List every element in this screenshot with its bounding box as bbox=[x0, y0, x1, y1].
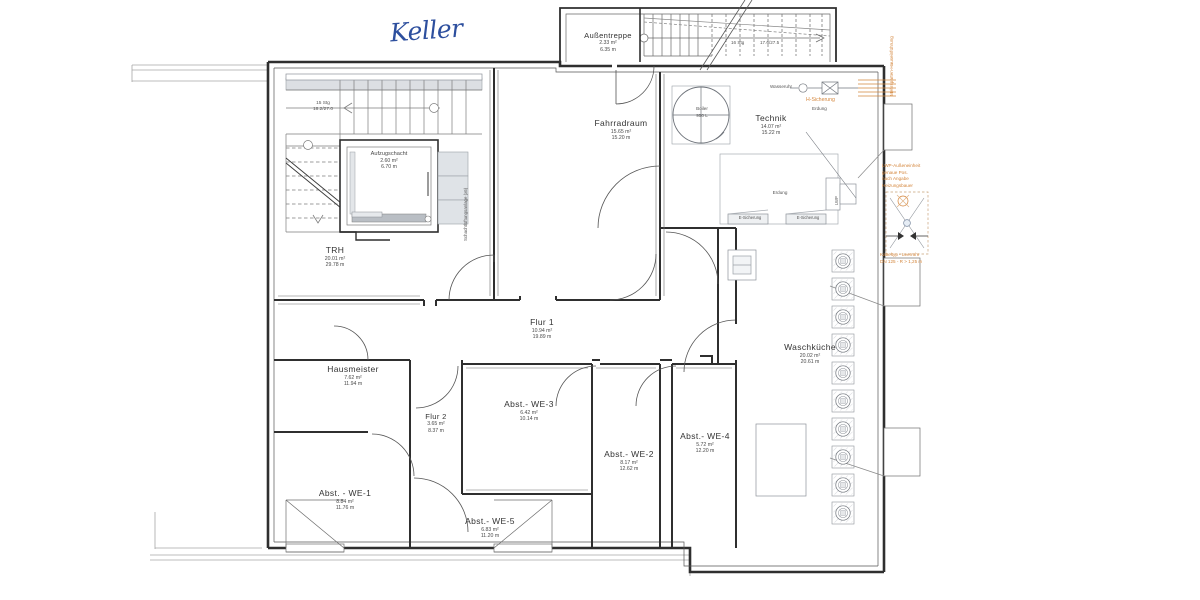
boiler-volume: 950 L bbox=[696, 113, 708, 118]
lwp-note-line-4: Heizungsbauer bbox=[882, 182, 913, 188]
stair-note-interior: 15 Stg 18.2/27.0 bbox=[299, 101, 347, 114]
stair-count-exterior: 16 Stg bbox=[731, 40, 745, 45]
lwp-outdoor-unit-symbol bbox=[885, 191, 929, 255]
water-meter-label: Wasseruhr bbox=[770, 84, 793, 89]
east-wall-niches bbox=[829, 103, 921, 477]
e-fuse-label-2: E-Sicherung bbox=[796, 215, 820, 220]
e-fuse-label-1: E-Sicherung bbox=[738, 215, 762, 220]
annotation-mehrsparten-line1: Mehrsparten-Hauseinführung bbox=[889, 36, 894, 96]
exterior-walls-inner-face bbox=[273, 67, 879, 567]
shaft-ventilation-label: Schachtlüftungsanlage (x6) bbox=[463, 187, 468, 241]
door-swings bbox=[333, 231, 737, 533]
handwritten-title: Keller bbox=[389, 13, 464, 48]
interior-stair bbox=[285, 77, 483, 233]
lwp-note-line-3: nach Angabe bbox=[882, 176, 909, 182]
grounding-technik-label: Erdung bbox=[772, 190, 788, 195]
h-fuse-label: H-Sicherung bbox=[806, 97, 835, 103]
boiler bbox=[671, 85, 731, 145]
lwp-note-line-1: LWP-Außeneinheit bbox=[882, 163, 921, 168]
lwp-tag-label: LWP bbox=[834, 196, 839, 205]
waschkueche-fixture bbox=[727, 249, 757, 281]
window-openings bbox=[285, 73, 553, 553]
technik-equipment bbox=[719, 131, 857, 225]
aussentreppe-block bbox=[559, 7, 837, 62]
elevator-shaft-inner bbox=[340, 146, 432, 241]
stair-dims-exterior: 17.6/27.5 bbox=[760, 40, 780, 45]
lwp-note-line-2: genaue Pos. bbox=[882, 169, 908, 175]
technik-door-swing bbox=[597, 165, 661, 229]
aussentreppe-inner bbox=[565, 0, 831, 71]
annotation-lwp-note: LWP-Außeneinheit genaue Pos. nach Angabe… bbox=[882, 163, 920, 190]
grounding-label: Erdung bbox=[812, 106, 827, 111]
leerrohr-line-1: Kabeltyp - Leerrohr bbox=[880, 252, 920, 257]
stair-count: 15 Stg bbox=[316, 101, 330, 106]
leerrohr-line-2: DN 125 - R > 1,25 m bbox=[880, 258, 923, 264]
boiler-label: Boiler bbox=[696, 106, 708, 111]
annotation-leerrohr: Kabeltyp - Leerrohr DN 125 - R > 1,25 m bbox=[880, 252, 922, 265]
door-aussentreppe-fahrradraum bbox=[612, 62, 655, 105]
waschkueche-counter bbox=[755, 423, 807, 497]
water-meter-line bbox=[790, 81, 858, 95]
mehrsparten-conduits bbox=[858, 79, 896, 97]
shaft-ventilation-grilles bbox=[437, 151, 469, 225]
stair-dims: 18.2/27.0 bbox=[312, 107, 333, 113]
door-jambs bbox=[423, 296, 737, 364]
